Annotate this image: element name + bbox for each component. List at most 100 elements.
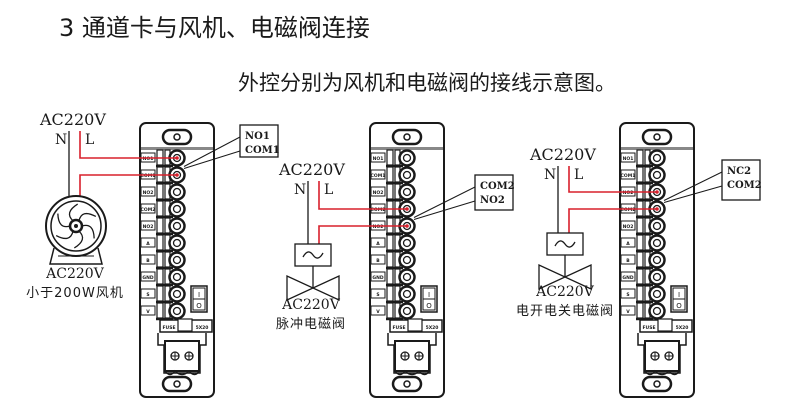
- callout-leader: [663, 171, 723, 201]
- terminal-label: COM2: [141, 207, 156, 213]
- mounting-hole-icon: [641, 375, 673, 393]
- device-name: 脉冲电磁阀: [276, 317, 346, 332]
- power-connector: [637, 333, 687, 376]
- callout-line-2: NO2: [480, 195, 505, 206]
- board-divider: [621, 147, 693, 150]
- terminal-9: S: [140, 285, 186, 304]
- terminal-label: A: [626, 241, 630, 247]
- ac-symbol-icon: [554, 240, 576, 248]
- connector-block: [644, 340, 680, 372]
- terminal-label-box: [140, 220, 156, 231]
- fan-blade: [68, 203, 79, 222]
- live-wire: [568, 166, 657, 193]
- terminal-4: COM2: [140, 200, 186, 219]
- fan-blade: [55, 231, 74, 240]
- connector-block: [394, 340, 430, 372]
- terminal-label: COM2: [621, 207, 636, 213]
- supply-voltage-label: AC220V: [39, 110, 106, 129]
- live-wire: [318, 181, 407, 210]
- terminal-10: V: [620, 302, 666, 321]
- terminal-6: A: [140, 234, 186, 253]
- callout-box: [239, 124, 279, 158]
- terminal-label-box: [620, 305, 636, 316]
- fuse-rating: 5X20: [426, 325, 439, 331]
- mounting-hole-icon: [161, 375, 193, 393]
- fan-blade: [78, 212, 97, 221]
- terminal-label: NO2: [373, 190, 384, 196]
- valve-body: [538, 263, 592, 291]
- device-label: AC220V 小于200W风机: [26, 266, 124, 301]
- terminal-label: S: [626, 292, 629, 298]
- power-connector: [387, 333, 437, 376]
- device-voltage: AC220V: [281, 297, 341, 313]
- terminal-label: COM1: [621, 173, 636, 179]
- terminal-label-box: [620, 152, 636, 163]
- supply-voltage-label: AC220V: [529, 145, 596, 164]
- terminal-label: B: [376, 258, 380, 264]
- fan-base: [49, 247, 103, 265]
- fan-blade: [81, 224, 95, 239]
- terminal-5: NO2: [140, 217, 186, 236]
- terminal-8: GND: [370, 268, 416, 287]
- fuse-label: FUSE: [392, 325, 405, 331]
- switch-off-label: O: [676, 302, 682, 310]
- terminal-label-box: [140, 288, 156, 299]
- wiring: [307, 181, 409, 244]
- mounting-hole-icon: [391, 375, 423, 393]
- terminal-label-box: [370, 254, 386, 265]
- terminal-label: GND: [372, 275, 383, 281]
- board-divider: [371, 147, 443, 150]
- fuse-icon: [177, 318, 193, 332]
- diagram-caption: 外控分别为风机和电磁阀的接线示意图。: [238, 71, 616, 95]
- terminal-10: V: [370, 302, 416, 321]
- terminal-8: GND: [620, 268, 666, 287]
- device-name: 小于200W风机: [26, 286, 124, 301]
- terminal-label: S: [376, 292, 379, 298]
- terminal-label-box: [620, 254, 636, 265]
- terminal-5: NO2: [620, 217, 666, 236]
- terminal-label: NO2: [623, 224, 634, 230]
- terminal-label-box: [620, 237, 636, 248]
- terminal-label-box: [370, 271, 386, 282]
- solenoid-valve-icon: [538, 232, 592, 291]
- terminal-label-box: [370, 237, 386, 248]
- terminal-label: GND: [622, 275, 633, 281]
- mounting-hole-icon: [641, 128, 673, 146]
- device-voltage: AC220V: [535, 284, 595, 300]
- mounting-hole-icon: [391, 128, 423, 146]
- terminal-3: NO2: [370, 183, 416, 202]
- callout-line-1: COM2: [480, 181, 515, 192]
- terminal-3: NO2: [140, 183, 186, 202]
- terminal-2: COM1: [370, 166, 416, 185]
- terminal-7: B: [140, 251, 186, 270]
- terminal-6: A: [620, 234, 666, 253]
- terminal-label: V: [376, 309, 380, 315]
- terminal-label-box: [140, 305, 156, 316]
- fuse-label: FUSE: [162, 325, 175, 331]
- switch-on-label: I: [678, 291, 680, 299]
- terminal-1: NO1: [370, 149, 416, 168]
- terminal-label: NO1: [373, 156, 384, 162]
- fan-blade: [57, 213, 71, 228]
- terminal-label: GND: [142, 275, 153, 281]
- terminal-1: NO1: [620, 149, 666, 168]
- neutral-label: N: [55, 132, 67, 148]
- callout-leader: [663, 185, 723, 203]
- callout-line-1: NO1: [245, 131, 270, 142]
- device-voltage: AC220V: [45, 266, 105, 282]
- load-wire: [568, 208, 657, 233]
- terminal-10: V: [140, 302, 186, 321]
- fan-blade: [73, 230, 84, 249]
- switch-off-label: O: [196, 302, 202, 310]
- connector-block: [164, 340, 200, 372]
- wiring: [557, 166, 659, 233]
- terminal-label: NO1: [143, 156, 154, 162]
- fuse-icon: [407, 318, 423, 332]
